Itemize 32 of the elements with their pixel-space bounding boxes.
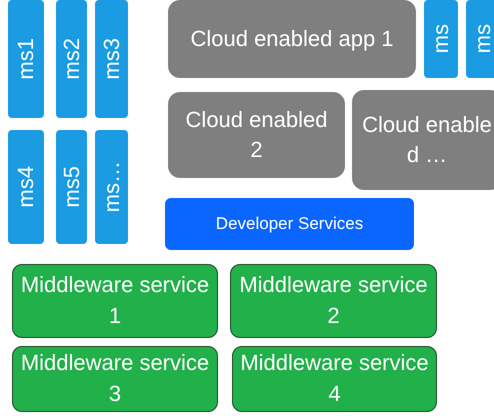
cloud-app-box xyxy=(352,90,494,190)
microservice-box xyxy=(466,0,494,78)
microservice-box xyxy=(95,130,128,244)
box-label: ms4 xyxy=(13,166,39,208)
service-box xyxy=(165,198,414,250)
cloud-app-box xyxy=(168,92,345,178)
microservice-box xyxy=(95,0,128,118)
box-label: Cloud enabled … xyxy=(362,111,492,169)
box-label: ms2 xyxy=(58,38,84,80)
box-label: Cloud enabled app 1 xyxy=(190,25,394,54)
box-label: Middleware service 3 xyxy=(20,349,210,408)
microservice-box xyxy=(56,0,87,118)
microservice-box xyxy=(424,0,458,78)
box-label: ms5 xyxy=(58,166,84,208)
microservice-box xyxy=(8,130,44,244)
cloud-app-box xyxy=(168,0,416,78)
box-label: Middleware service 1 xyxy=(20,271,210,330)
box-label: ms… xyxy=(98,161,124,213)
box-label: ms3 xyxy=(98,38,124,80)
box-label: Developer Services xyxy=(216,214,364,234)
box-label: Middleware service 2 xyxy=(238,271,429,330)
middleware-box xyxy=(12,346,218,412)
box-label: ms xyxy=(428,24,454,54)
middleware-box xyxy=(232,346,437,412)
box-label: Middleware service 4 xyxy=(239,349,430,408)
middleware-box xyxy=(230,264,437,338)
middleware-box xyxy=(12,264,218,338)
microservice-box xyxy=(8,0,44,118)
box-label: Cloud enabled 2 xyxy=(184,106,328,164)
box-label: ms1 xyxy=(13,38,39,80)
box-label: ms xyxy=(470,24,494,54)
microservice-box xyxy=(56,130,87,244)
